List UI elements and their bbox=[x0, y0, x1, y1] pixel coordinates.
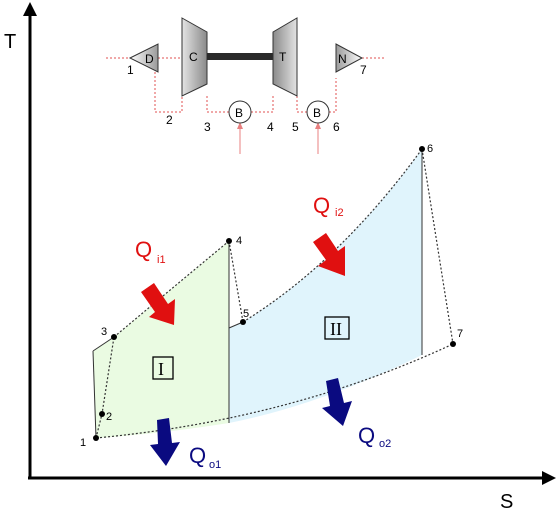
station-label-7: 7 bbox=[360, 63, 367, 77]
curve-5-6 bbox=[242, 148, 423, 323]
curve-4-5 bbox=[228, 240, 244, 323]
cycle-point-1 bbox=[93, 435, 99, 441]
heat-in-label-1: Q bbox=[135, 237, 152, 262]
compressor bbox=[181, 17, 208, 97]
cycle-points bbox=[93, 146, 456, 441]
cycle-point-label-1: 1 bbox=[80, 437, 86, 449]
cycle-point-label-6: 6 bbox=[427, 143, 433, 155]
station-label-2: 2 bbox=[166, 113, 173, 127]
station-label-6: 6 bbox=[333, 120, 340, 134]
curve-6-7 bbox=[421, 148, 454, 345]
turbine bbox=[272, 17, 298, 97]
heat-in-arrow-1 bbox=[141, 283, 175, 325]
x-axis-label: S bbox=[500, 491, 513, 512]
cycle-point-7 bbox=[450, 341, 456, 347]
heat-in-label-2: Q bbox=[313, 193, 330, 218]
heat-out-label-2-sub: o2 bbox=[379, 438, 391, 450]
cycle-point-label-4: 4 bbox=[236, 235, 242, 247]
burner-2-label: B bbox=[313, 106, 321, 120]
cycle-point-4 bbox=[226, 238, 232, 244]
compressor-label: C bbox=[189, 50, 198, 64]
heat-in-label-1-sub: i1 bbox=[157, 254, 166, 266]
cycle-point-5 bbox=[240, 319, 246, 325]
region-one-left-edge bbox=[92, 350, 97, 439]
nozzle bbox=[335, 43, 364, 73]
region-two-label: II bbox=[330, 319, 342, 339]
station-label-1: 1 bbox=[127, 63, 134, 77]
nozzle-label: N bbox=[338, 52, 347, 66]
x-axis-arrowhead bbox=[542, 471, 556, 485]
heat-in-arrow-2 bbox=[313, 233, 345, 276]
region-one-fill bbox=[93, 241, 229, 438]
shaft bbox=[207, 53, 273, 60]
flow-path bbox=[106, 57, 386, 113]
region-one-label: I bbox=[158, 359, 164, 379]
region-two-fill bbox=[229, 149, 422, 423]
curve-1-7 bbox=[95, 343, 454, 439]
y-axis-label: T bbox=[4, 31, 16, 53]
cycle-point-2 bbox=[99, 411, 105, 417]
fuel-inlet-1-arrowhead bbox=[237, 122, 243, 129]
y-axis-arrowhead bbox=[23, 2, 37, 16]
fuel-inlet-2-arrowhead bbox=[315, 122, 321, 129]
heat-out-arrow-1 bbox=[150, 418, 180, 466]
region-two-box bbox=[324, 316, 350, 340]
heat-in-label-2-sub: i2 bbox=[335, 207, 344, 219]
heat-out-label-1: Q bbox=[189, 443, 206, 468]
process-curves bbox=[95, 148, 454, 439]
diffuser bbox=[128, 43, 159, 73]
turbine-label: T bbox=[279, 50, 287, 64]
station-label-3: 3 bbox=[204, 120, 211, 134]
engine-schematic: D C T N B B 1 2 3 4 5 6 7 bbox=[106, 17, 386, 154]
axes: T S bbox=[4, 2, 556, 512]
region-one-box bbox=[152, 356, 174, 380]
cycle-point-label-2: 2 bbox=[106, 411, 112, 423]
cycle-point-label-5: 5 bbox=[243, 308, 249, 320]
burner-2 bbox=[306, 100, 330, 124]
heat-out-arrow-2 bbox=[322, 378, 352, 426]
curve-3-4 bbox=[113, 240, 230, 338]
station-label-4: 4 bbox=[267, 120, 274, 134]
region-one-top-left bbox=[92, 336, 115, 352]
burner-1-label: B bbox=[235, 106, 243, 120]
cycle-point-3 bbox=[111, 334, 117, 340]
diffuser-label: D bbox=[145, 52, 154, 66]
cycle-point-label-3: 3 bbox=[101, 326, 107, 338]
station-label-5: 5 bbox=[292, 120, 299, 134]
cycle-point-label-7: 7 bbox=[457, 328, 463, 340]
cycle-point-6 bbox=[419, 146, 425, 152]
heat-out-label-2: Q bbox=[358, 423, 375, 448]
burner-1 bbox=[228, 100, 252, 124]
heat-out-label-1-sub: o1 bbox=[209, 459, 221, 471]
